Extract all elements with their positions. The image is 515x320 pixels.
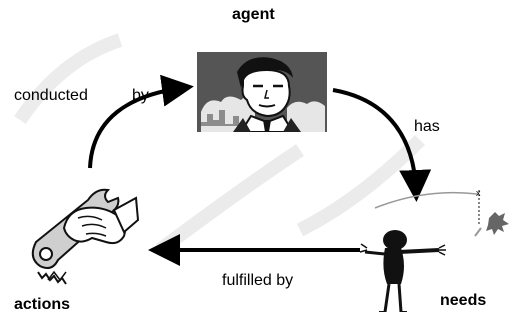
- agent-title: agent: [232, 6, 275, 23]
- actions-title: actions: [14, 296, 71, 313]
- arrow-conducted-by: [88, 74, 194, 169]
- edge-label-has: has: [414, 118, 440, 135]
- hand-wrench-icon: [31, 188, 140, 285]
- edge-label-fulfilled-by: fulfilled by: [222, 272, 294, 289]
- arrow-has: [332, 88, 432, 202]
- businessman-portrait-icon: [197, 52, 327, 132]
- edge-label-conducted: conducted: [14, 87, 88, 104]
- needs-title: needs: [440, 292, 487, 309]
- person-reaching-icon: x: [359, 188, 509, 312]
- svg-text:x: x: [476, 188, 481, 198]
